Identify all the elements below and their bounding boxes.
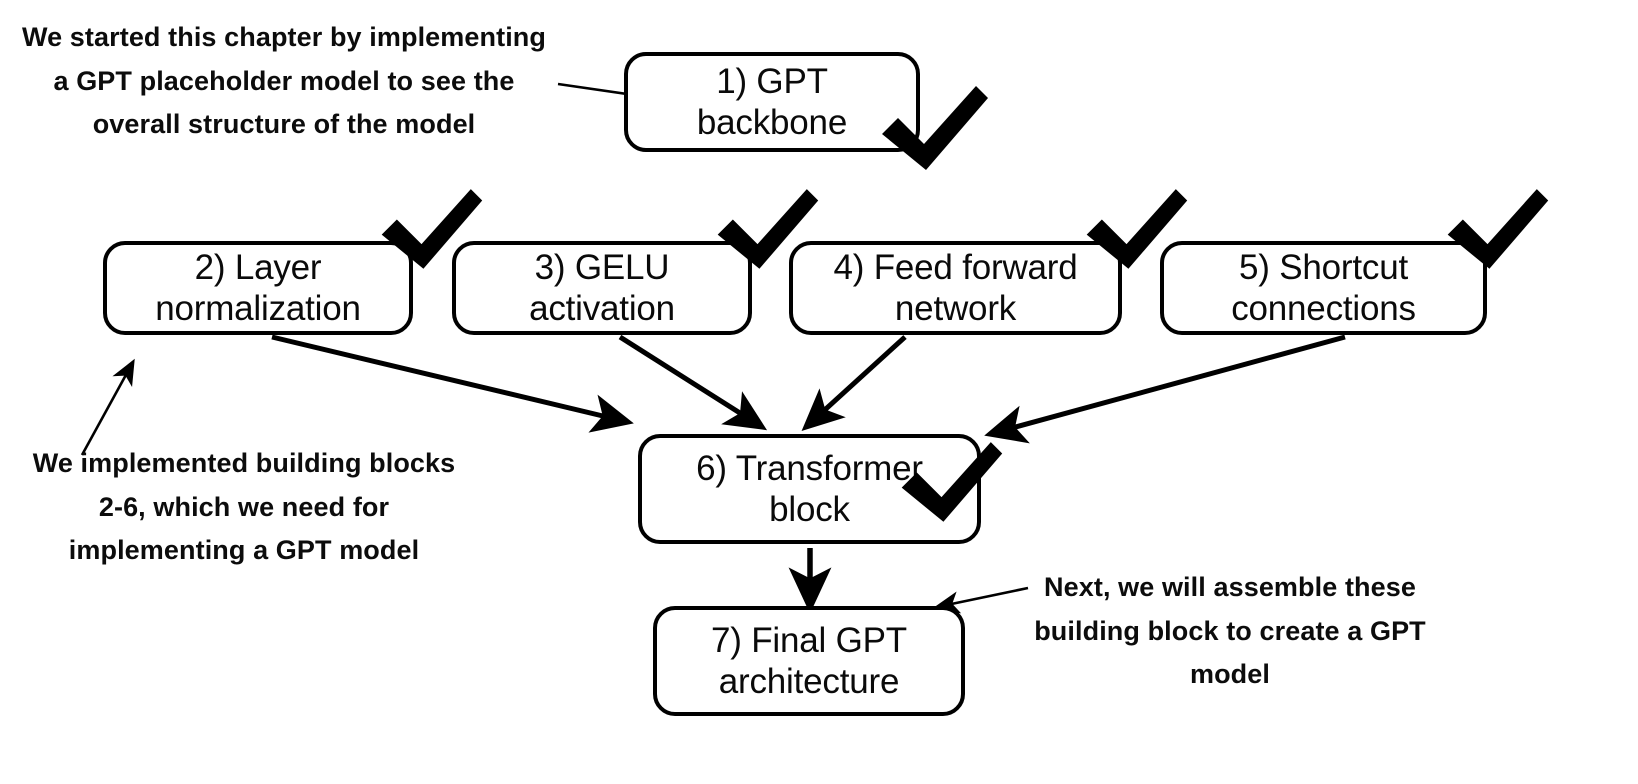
node-transformer-block-label: 6) Transformer block	[696, 448, 923, 529]
node-feed-forward-network-label: 4) Feed forward network	[833, 247, 1078, 328]
node-gelu-activation-label: 3) GELU activation	[529, 247, 675, 328]
edge-feed-forward-network-to-transformer-block	[801, 335, 907, 432]
node-feed-forward-network[interactable]: 4) Feed forward network	[789, 241, 1122, 335]
node-final-gpt-architecture-label: 7) Final GPT architecture	[711, 620, 907, 701]
edge-layer-normalization-to-transformer-block	[271, 334, 634, 433]
edge-gelu-activation-to-transformer-block	[618, 334, 768, 431]
node-shortcut-connections-label: 5) Shortcut connections	[1231, 247, 1416, 328]
node-final-gpt-architecture[interactable]: 7) Final GPT architecture	[653, 606, 965, 716]
node-gpt-backbone-label: 1) GPT backbone	[696, 61, 848, 142]
node-transformer-block[interactable]: 6) Transformer block	[638, 434, 981, 544]
edge-note-bottom-right-to-final-gpt-architecture	[933, 586, 1029, 614]
node-gpt-backbone[interactable]: 1) GPT backbone	[624, 52, 920, 152]
annotation-note-bottom-right: Next, we will assemble these building bl…	[1034, 572, 1426, 690]
edge-shortcut-connections-to-transformer-block	[984, 334, 1346, 444]
node-layer-normalization[interactable]: 2) Layer normalization	[103, 241, 413, 335]
node-gelu-activation[interactable]: 3) GELU activation	[452, 241, 752, 335]
annotation-note-top-left: We started this chapter by implementing …	[21, 22, 546, 140]
annotation-note-middle-left: We implemented building blocks 2-6, whic…	[32, 448, 456, 566]
node-layer-normalization-label: 2) Layer normalization	[155, 247, 361, 328]
node-shortcut-connections[interactable]: 5) Shortcut connections	[1160, 241, 1487, 335]
